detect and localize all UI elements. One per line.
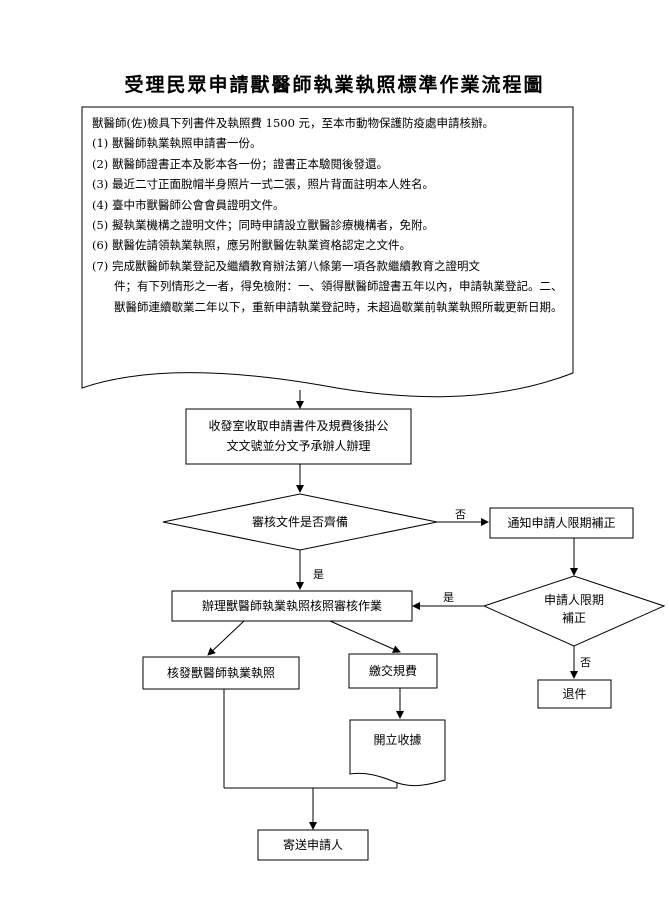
page-title: 受理民眾申請獸醫師執業執照標準作業流程圖 xyxy=(124,74,545,96)
process-label: 辦理獸醫師執業執照核照審核作業 xyxy=(201,599,382,613)
process-box xyxy=(171,590,413,622)
receive-label: 收發室收取申請書件及規費後掛公 文文號並分文予承辦人辦理 xyxy=(186,416,411,456)
edge-label-no-deadline: 否 xyxy=(580,656,591,669)
edge-process-to-fee xyxy=(329,620,401,653)
deadline-label: 申請人限期 補正 xyxy=(514,591,634,627)
requirement-item-7-continuation: 件；有下列情形之一者，得免檢附：一、領得獸醫師證書五年以內，申請執業登記。二、獸… xyxy=(114,279,563,314)
requirements-text: 獸醫師(佐)檢具下列書件及執照費 1500 元，至本市動物保護防疫處申請核辦。 … xyxy=(92,113,570,317)
return-label: 退件 xyxy=(562,687,587,701)
requirements-intro: 獸醫師(佐)檢具下列書件及執照費 1500 元，至本市動物保護防疫處申請核辦。 xyxy=(92,116,495,130)
return-box xyxy=(537,679,612,709)
edge-process-to-issue xyxy=(207,620,245,656)
requirement-item: (3) 最近二寸正面脫帽半身照片一式二張，照片背面註明本人姓名。 xyxy=(92,177,434,192)
issue-box xyxy=(142,656,300,690)
receive-label-line2: 文文號並分文予承辦人辦理 xyxy=(226,439,371,453)
deadline-diamond xyxy=(482,575,666,647)
send-box xyxy=(257,829,369,861)
receipt-label: 開立收據 xyxy=(373,733,422,747)
requirement-item: (6) 獸醫佐請領執業執照，應另附獸醫佐執業資格認定之文件。 xyxy=(92,238,411,253)
edge-label-yes-deadline: 是 xyxy=(443,591,454,604)
check-label: 審核文件是否齊備 xyxy=(251,515,348,529)
deadline-label-line2: 補正 xyxy=(561,611,586,625)
requirement-item: (5) 擬執業機構之證明文件；同時申請設立獸醫診療機構者，免附。 xyxy=(92,218,434,233)
issue-label: 核發獸醫師執業執照 xyxy=(166,666,275,680)
fee-label: 繳交規費 xyxy=(368,664,417,678)
requirement-item: (2) 獸醫師證書正本及影本各一份；證書正本驗閱後發還。 xyxy=(92,156,388,171)
deadline-label-line1: 申請人限期 xyxy=(543,593,604,607)
notify-label: 通知申請人限期補正 xyxy=(507,516,616,530)
requirements-document-shape xyxy=(81,106,574,398)
receive-box xyxy=(185,408,412,465)
notify-box xyxy=(489,507,634,539)
requirement-item-7: (7) 完成獸醫師執業登記及繼續教育辦法第八條第一項各款繼續教育之證明文 xyxy=(92,258,480,273)
edge-label-yes-check: 是 xyxy=(313,568,324,581)
fee-box xyxy=(348,653,438,689)
send-label: 寄送申請人 xyxy=(282,838,343,852)
edge-label-no-check: 否 xyxy=(455,508,466,521)
requirement-item: (1) 獸醫師執業執照申請書一份。 xyxy=(92,136,262,151)
receive-label-line1: 收發室收取申請書件及規費後掛公 xyxy=(208,419,389,433)
requirement-item: (4) 臺中市獸醫師公會會員證明文件。 xyxy=(92,197,285,212)
receipt-document-shape xyxy=(349,719,446,787)
